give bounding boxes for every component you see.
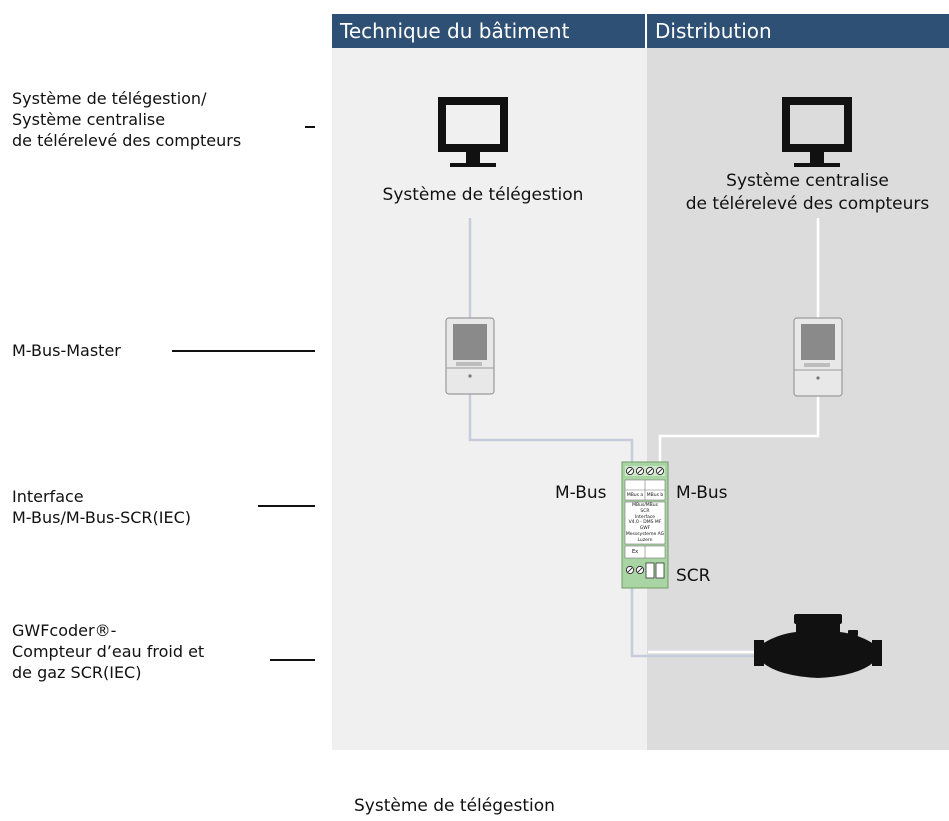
interface-line: SCR xyxy=(640,508,650,514)
header-distribution: Distribution xyxy=(647,14,949,48)
label-interface: Interface M-Bus/M-Bus-SCR(IEC) xyxy=(12,487,192,527)
mbus-master-device-icon xyxy=(793,317,843,397)
interface-line: Luzern xyxy=(637,537,653,543)
interface-line: MBus/MBus xyxy=(632,503,658,508)
header-technique: Technique du bâtiment xyxy=(332,14,645,48)
port-label-scr: SCR xyxy=(676,566,711,586)
connector-dash xyxy=(305,126,315,128)
connector-line xyxy=(270,659,315,661)
label-system: Système de télégestion/ Système centrali… xyxy=(12,89,242,150)
interface-terminal-a: MBus a xyxy=(626,493,644,498)
interface-line: Interface xyxy=(634,514,656,520)
interface-device-icon xyxy=(621,461,669,589)
footer-caption: Système de télégestion xyxy=(354,796,555,816)
label-mbus-master: M-Bus-Master xyxy=(12,341,121,360)
interface-line: Messsysteme AG xyxy=(625,531,665,537)
connector-line xyxy=(258,505,315,507)
interface-terminal-b: MBus b xyxy=(646,493,664,498)
left-wire xyxy=(468,218,756,658)
mbus-master-device-icon xyxy=(445,317,495,395)
interface-line: GWF xyxy=(639,526,651,532)
interface-device-label: MBus/MBus SCR Interface V4.0 - DMS MF GW… xyxy=(625,503,665,544)
port-label-mbus-right: M-Bus xyxy=(676,483,728,503)
connector-line xyxy=(172,350,315,352)
interface-line: V4.0 - DMS MF xyxy=(628,520,662,526)
caption-right-system: Système centralise de télérelevé des com… xyxy=(685,171,930,214)
water-meter-icon xyxy=(754,614,882,678)
monitor-icon xyxy=(438,97,508,167)
monitor-icon xyxy=(782,97,852,167)
caption-left-system: Système de télégestion xyxy=(382,185,584,205)
port-label-mbus-left: M-Bus xyxy=(555,483,607,503)
interface-ex-label: Ex xyxy=(631,549,639,555)
label-meter: GWFcoder®- Compteur d’eau froid et de ga… xyxy=(12,621,205,682)
right-wire xyxy=(648,218,820,654)
